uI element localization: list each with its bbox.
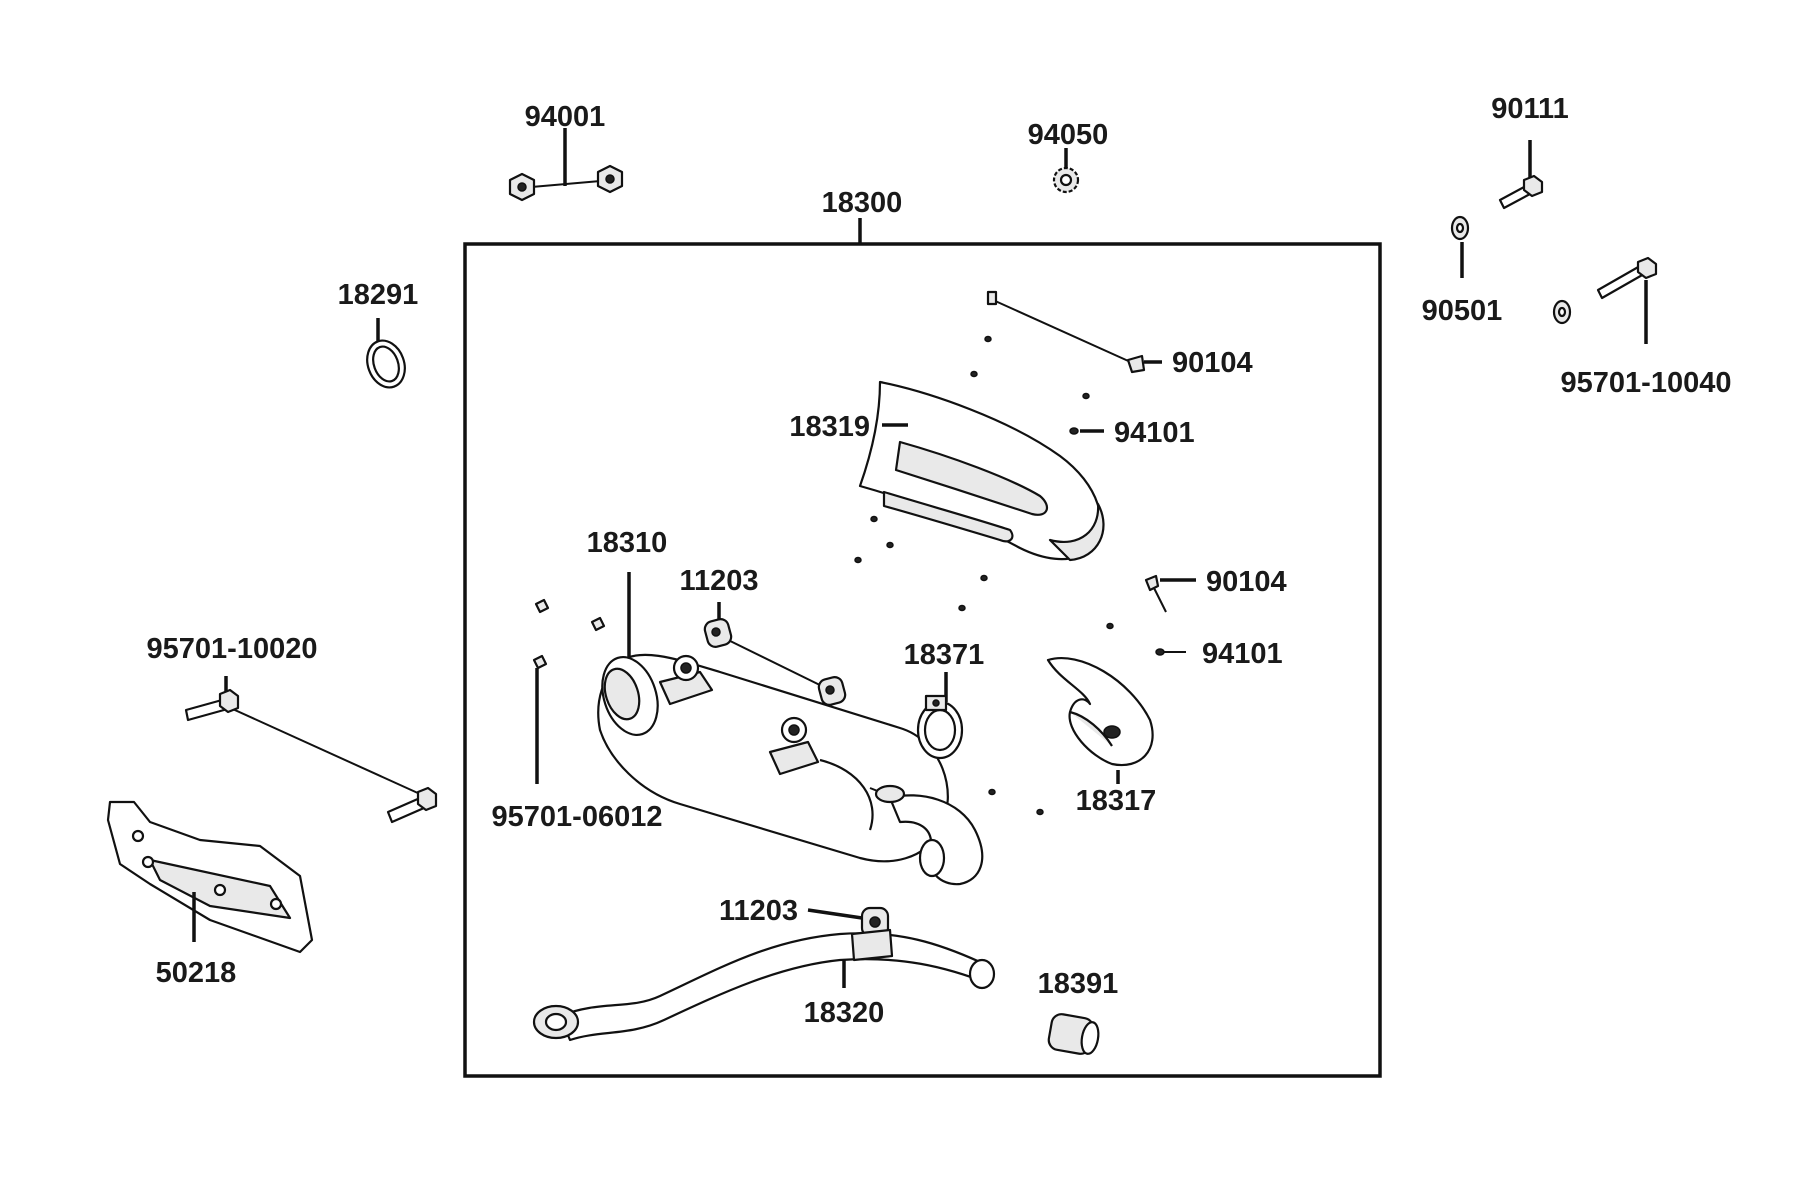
part-90501-washer[interactable] — [1450, 215, 1470, 278]
part-94050-lock-washer[interactable] — [1052, 148, 1080, 194]
label-94101-mid: 94101 — [1202, 638, 1283, 670]
part-18320-exhaust-pipe[interactable] — [532, 928, 996, 1042]
part-18310-muffler[interactable] — [593, 572, 984, 886]
part-50218-bracket[interactable] — [106, 800, 314, 954]
part-95701-10020-bolt[interactable] — [184, 676, 438, 824]
label-18391: 18391 — [1038, 968, 1119, 1000]
part-90111-bolt[interactable] — [1498, 140, 1544, 210]
part-90104-screw-mid[interactable] — [1144, 574, 1196, 613]
label-11203-bottom: 11203 — [719, 895, 798, 927]
label-18300: 18300 — [822, 187, 903, 219]
part-90104-screw-top[interactable] — [986, 290, 1162, 374]
label-18320: 18320 — [804, 997, 885, 1029]
small-fastener-dots — [854, 335, 1114, 816]
label-18317: 18317 — [1076, 785, 1157, 817]
part-18371-clamp[interactable] — [916, 672, 964, 760]
part-11203-bushing-top[interactable] — [703, 602, 847, 707]
part-94001-nuts[interactable] — [508, 128, 624, 202]
label-18319: 18319 — [789, 411, 870, 443]
label-95701-10040: 95701-10040 — [1561, 367, 1732, 399]
label-18291: 18291 — [338, 279, 419, 311]
label-90501: 90501 — [1422, 295, 1503, 327]
label-90104-mid: 90104 — [1206, 566, 1287, 598]
part-95701-06012-screws[interactable] — [532, 598, 606, 784]
label-50218: 50218 — [156, 957, 237, 989]
label-95701-10020: 95701-10020 — [147, 633, 318, 665]
label-94001: 94001 — [525, 101, 606, 133]
label-18371: 18371 — [904, 639, 985, 671]
label-18310: 18310 — [587, 527, 668, 559]
label-11203-top: 11203 — [679, 565, 758, 597]
part-18319-heat-shield[interactable] — [858, 380, 1105, 562]
part-95701-10040-bolt[interactable] — [1552, 256, 1658, 344]
label-90111: 90111 — [1491, 93, 1568, 125]
part-18291-ring[interactable] — [361, 318, 411, 393]
label-94101-top: 94101 — [1114, 417, 1195, 449]
part-18391-sleeve[interactable] — [1047, 1013, 1100, 1056]
part-94101-screw-top[interactable] — [1069, 427, 1104, 435]
label-90104-top: 90104 — [1172, 347, 1253, 379]
part-94101-screw-mid[interactable] — [1155, 648, 1186, 656]
part-labels: 94001 94050 90111 18300 18291 90501 9010… — [147, 93, 1732, 1029]
label-95701-06012: 95701-06012 — [492, 801, 663, 833]
part-18317-end-cap[interactable] — [1046, 657, 1154, 784]
assembly-frame-18300 — [463, 218, 1382, 1078]
label-94050: 94050 — [1028, 119, 1109, 151]
